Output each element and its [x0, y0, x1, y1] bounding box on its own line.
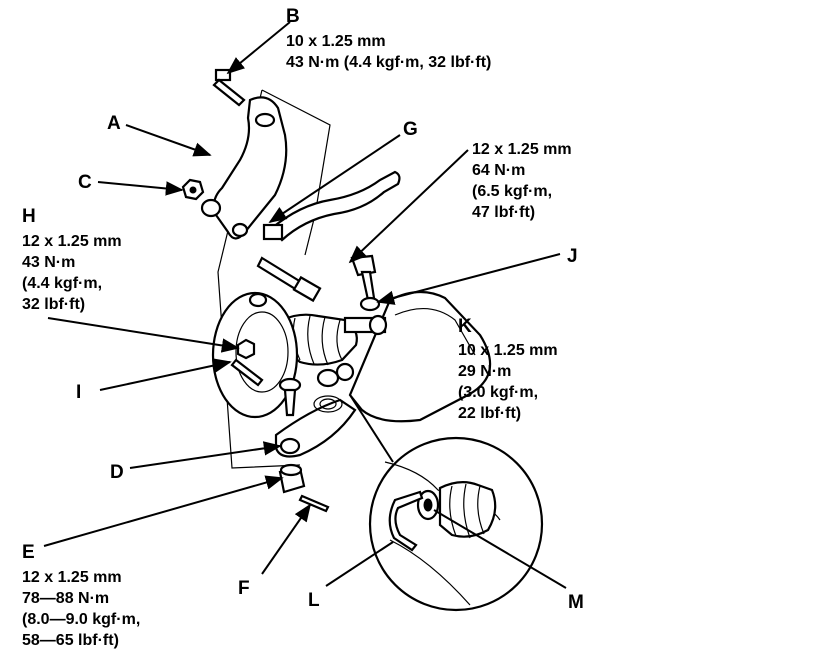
ball-joint-stud	[283, 388, 297, 417]
leader-c	[97, 181, 184, 196]
detail-boot	[438, 481, 497, 538]
lower-arm-rib	[394, 307, 476, 356]
label-i: I	[76, 382, 81, 403]
label-c: C	[78, 172, 92, 193]
damper-fork-nut	[335, 362, 355, 382]
spec-e-line1: 12 x 1.25 mm	[22, 569, 122, 586]
stabilizer-link-top	[262, 223, 284, 241]
detail-arm-lower	[389, 539, 471, 606]
spec-k-line1: 10 x 1.25 mm	[458, 342, 558, 359]
spec-unlabeled-line2: 64 N·m	[472, 162, 525, 179]
knuckle-outline	[261, 89, 331, 256]
castle-nut-top	[279, 463, 303, 477]
leader-b	[226, 21, 291, 75]
leader-l	[325, 541, 394, 587]
leader-i	[99, 358, 232, 391]
spec-unlabeled-line4: 47 lbf·ft)	[472, 204, 535, 221]
label-a: A	[107, 113, 121, 134]
long-bolt-head	[292, 275, 322, 303]
spec-e-line4: 58—65 lbf·ft)	[22, 632, 119, 649]
spec-b-line2: 43 N·m (4.4 kgf·m, 32 lbf·ft)	[286, 54, 491, 71]
leader-f	[261, 503, 312, 575]
label-b: B	[286, 6, 300, 27]
label-k: K	[458, 316, 472, 337]
spec-h-line3: (4.4 kgf·m,	[22, 275, 102, 292]
upper-arm-hole	[254, 112, 276, 128]
upper-arm	[212, 96, 288, 240]
damper-fork-bolt	[316, 368, 340, 388]
label-h: H	[22, 206, 36, 227]
hub-boss-top	[248, 292, 268, 308]
spec-k-line3: (3.0 kgf·m,	[458, 384, 538, 401]
nut-i	[236, 338, 256, 360]
leader-lines	[43, 21, 567, 589]
label-m: M	[568, 592, 584, 613]
brake-rotor	[211, 291, 299, 419]
upper-arm-hole-lower	[231, 222, 249, 238]
stabilizer-link-rod	[360, 270, 376, 302]
labels: B 10 x 1.25 mm 43 N·m (4.4 kgf·m, 32 lbf…	[22, 6, 584, 649]
bolt-i	[230, 358, 264, 387]
leader-unlabeled	[348, 149, 469, 264]
label-d: D	[110, 462, 124, 483]
spec-b-line1: 10 x 1.25 mm	[286, 33, 386, 50]
leader-j	[376, 253, 561, 305]
label-f: F	[238, 578, 250, 599]
spec-h-line4: 32 lbf·ft)	[22, 296, 85, 313]
label-j: J	[567, 246, 578, 267]
label-e: E	[22, 542, 35, 563]
detail-leader	[349, 394, 394, 463]
detail-boot-ribs	[449, 483, 485, 539]
leader-h	[47, 317, 240, 353]
leader-g	[268, 134, 401, 224]
spec-unlabeled-line3: (6.5 kgf·m,	[472, 183, 552, 200]
leader-d	[129, 441, 282, 469]
driveshaft-nut	[368, 314, 388, 336]
joint-coil-inner	[319, 398, 337, 410]
bolt-b-shank	[212, 78, 246, 107]
spec-e-line3: (8.0—9.0 kgf·m,	[22, 611, 140, 628]
cotter-pin	[298, 494, 330, 513]
stabilizer-bar	[270, 170, 401, 242]
spec-h-line2: 43 N·m	[22, 254, 75, 271]
detail-hex-wrench	[388, 490, 424, 552]
spec-h-line1: 12 x 1.25 mm	[22, 233, 122, 250]
stabilizer-link-joint	[359, 296, 381, 312]
upper-arm-bushing	[200, 198, 222, 218]
label-g: G	[403, 119, 418, 140]
label-l: L	[308, 590, 320, 611]
leader-a	[125, 124, 212, 157]
spec-e-line2: 78—88 N·m	[22, 590, 109, 607]
leader-e	[43, 475, 284, 547]
leader-m	[433, 509, 567, 589]
spec-k-line2: 29 N·m	[458, 363, 511, 380]
nut-c-hole	[189, 186, 197, 194]
spec-unlabeled-line1: 12 x 1.25 mm	[472, 141, 572, 158]
detail-nut-m-hole	[423, 498, 433, 512]
spec-k-line4: 22 lbf·ft)	[458, 405, 521, 422]
lower-control-arm-hole	[279, 437, 301, 455]
joint-coil	[313, 395, 343, 413]
bolt-b-head	[214, 68, 232, 82]
